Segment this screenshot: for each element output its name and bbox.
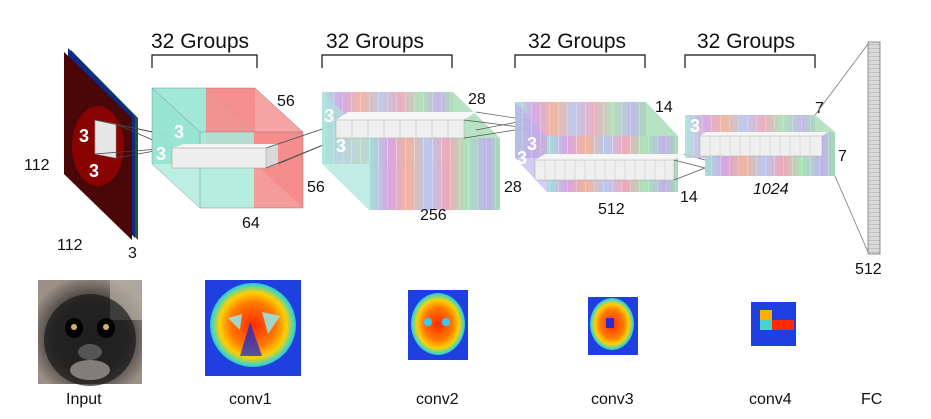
input-image <box>38 280 142 386</box>
conv4-heatmap <box>751 302 796 346</box>
conv4-kernel-label: 3 <box>690 116 700 136</box>
conv3-volume: 3 3 14 14 512 <box>515 99 698 218</box>
caption-conv3: conv3 <box>591 391 634 408</box>
group-label-4: 32 Groups <box>697 30 795 53</box>
conv2-width-label: 256 <box>420 207 447 224</box>
fc-layer: 512 <box>814 41 882 278</box>
conv3-side-label: 14 <box>655 99 673 116</box>
conv1-heatmap <box>205 280 301 376</box>
conv2-kernel-label-a: 3 <box>324 106 334 126</box>
input-volume: 3 3 112 112 3 <box>24 48 138 262</box>
conv1-kernel-label-b: 3 <box>156 144 166 164</box>
group-label-1: 32 Groups <box>151 30 249 53</box>
conv3-kernel-label-b: 3 <box>527 134 537 154</box>
conv4-depth-label: 7 <box>838 148 847 165</box>
group-bracket-1: 32 Groups <box>151 30 258 68</box>
group-bracket-3: 32 Groups <box>514 30 646 68</box>
group-label-2: 32 Groups <box>326 30 424 53</box>
conv3-heatmap <box>588 297 638 355</box>
conv2-depth-label: 28 <box>504 179 522 196</box>
conv2-side-label: 28 <box>468 91 486 108</box>
conv4-width-label: 1024 <box>753 181 789 198</box>
conv3-depth-label: 14 <box>680 189 698 206</box>
conv1-volume: 3 3 56 56 64 <box>151 87 325 232</box>
caption-conv2: conv2 <box>416 391 459 408</box>
fc-size-label: 512 <box>855 261 882 278</box>
caption-fc: FC <box>861 391 882 408</box>
group-label-3: 32 Groups <box>528 30 626 53</box>
conv1-kernel-label-a: 3 <box>174 122 184 142</box>
conv1-width-label: 64 <box>242 215 260 232</box>
conv1-side-label: 56 <box>277 93 295 110</box>
input-kernel-label-a: 3 <box>79 126 89 146</box>
input-kernel-label-b: 3 <box>89 161 99 181</box>
conv1-depth-label: 56 <box>307 179 325 196</box>
input-channels-label: 3 <box>128 245 137 262</box>
input-height-label: 112 <box>24 157 50 174</box>
conv3-width-label: 512 <box>598 201 625 218</box>
conv2-volume: 3 3 28 28 256 <box>322 91 522 224</box>
caption-input: Input <box>66 391 102 408</box>
group-bracket-2: 32 Groups <box>321 30 453 68</box>
conv4-volume: 3 7 7 1024 <box>685 100 847 198</box>
input-width-label: 112 <box>57 237 83 254</box>
caption-conv1: conv1 <box>229 391 272 408</box>
conv2-heatmap <box>408 290 468 360</box>
caption-conv4: conv4 <box>749 391 792 408</box>
conv3-kernel-label-a: 3 <box>517 148 527 168</box>
conv2-kernel-label-b: 3 <box>336 136 346 156</box>
group-bracket-4: 32 Groups <box>684 30 816 68</box>
